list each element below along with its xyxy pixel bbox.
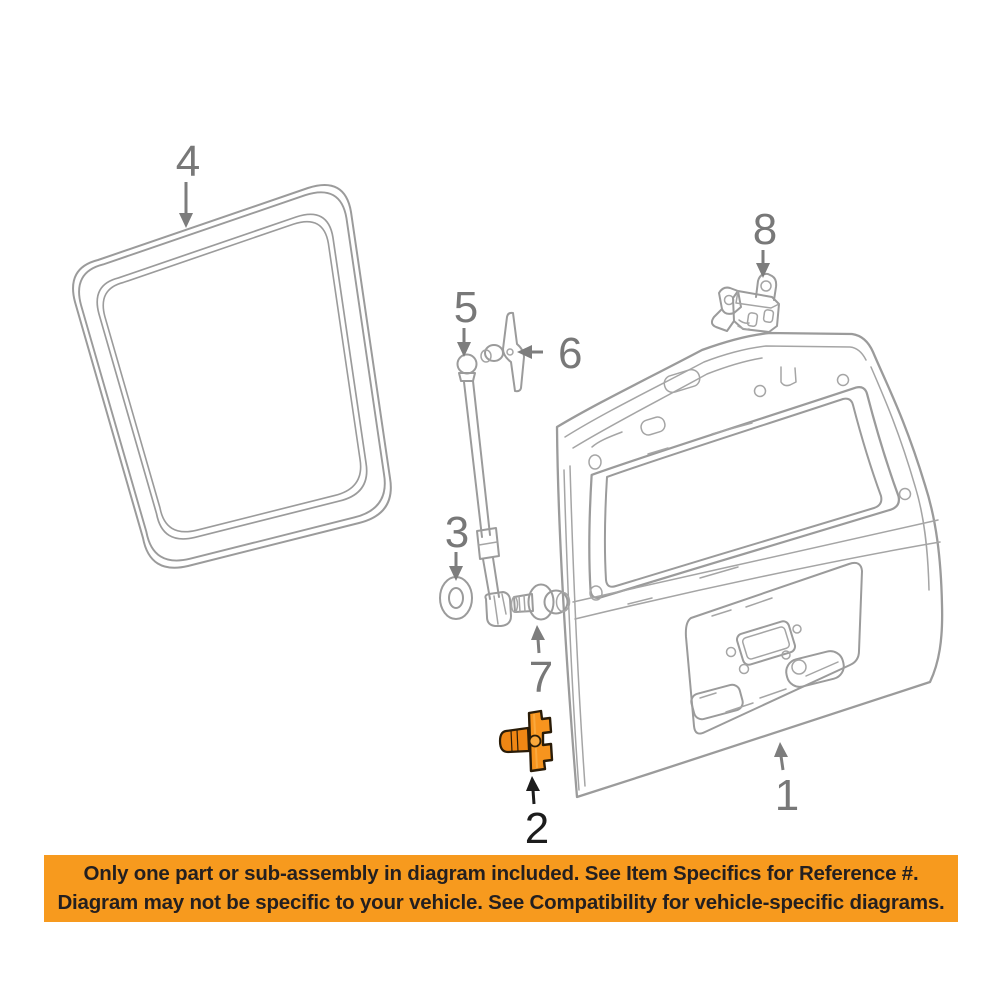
callout-2-arrow-head — [526, 776, 540, 791]
callout-3-label: 3 — [445, 508, 469, 557]
part-window-weatherstrip-seal — [72, 184, 392, 569]
part-gas-strut — [456, 353, 512, 627]
callout-1-arrow-line — [779, 755, 785, 771]
latch-boss — [498, 726, 531, 754]
callout-4-label: 4 — [176, 137, 200, 186]
callout-7: 7 — [529, 625, 553, 702]
callout-7-label: 7 — [529, 653, 553, 702]
part-strut-bracket — [480, 311, 525, 393]
callout-5: 5 — [454, 283, 478, 357]
callout-1-arrow-head — [774, 742, 788, 757]
part-latch-striker-highlighted — [498, 709, 554, 773]
callout-5-arrow-head — [457, 342, 471, 357]
part-liftgate-hinge — [710, 272, 780, 333]
callout-8-arrow-head — [756, 263, 770, 278]
disclaimer-line-2: Diagram may not be specific to your vehi… — [57, 891, 945, 914]
disclaimer-banner: Only one part or sub-assembly in diagram… — [44, 855, 958, 922]
callout-7-arrow-head — [531, 625, 545, 640]
part-liftgate-panel — [555, 331, 944, 799]
callout-4-arrow-head — [179, 213, 193, 228]
callout-8: 8 — [753, 205, 777, 278]
callout-2-arrow-line — [531, 789, 536, 805]
part-bolt — [510, 583, 571, 621]
callout-2: 2 — [525, 776, 549, 853]
callout-8-label: 8 — [753, 205, 777, 254]
callout-7-arrow-line — [536, 638, 541, 654]
callout-1-label: 1 — [775, 771, 799, 820]
callout-1: 1 — [774, 742, 799, 820]
latch-pivot — [528, 734, 542, 748]
callout-5-label: 5 — [454, 283, 478, 332]
part-grommet — [439, 576, 473, 620]
callout-3-arrow-head — [449, 566, 463, 581]
disclaimer-line-1: Only one part or sub-assembly in diagram… — [83, 862, 919, 885]
callout-4: 4 — [176, 137, 200, 228]
callout-6: 6 — [517, 329, 582, 378]
callout-6-arrow-head — [517, 345, 532, 359]
callout-6-label: 6 — [558, 329, 582, 378]
callout-2-label: 2 — [525, 804, 549, 853]
callout-3: 3 — [445, 508, 469, 581]
